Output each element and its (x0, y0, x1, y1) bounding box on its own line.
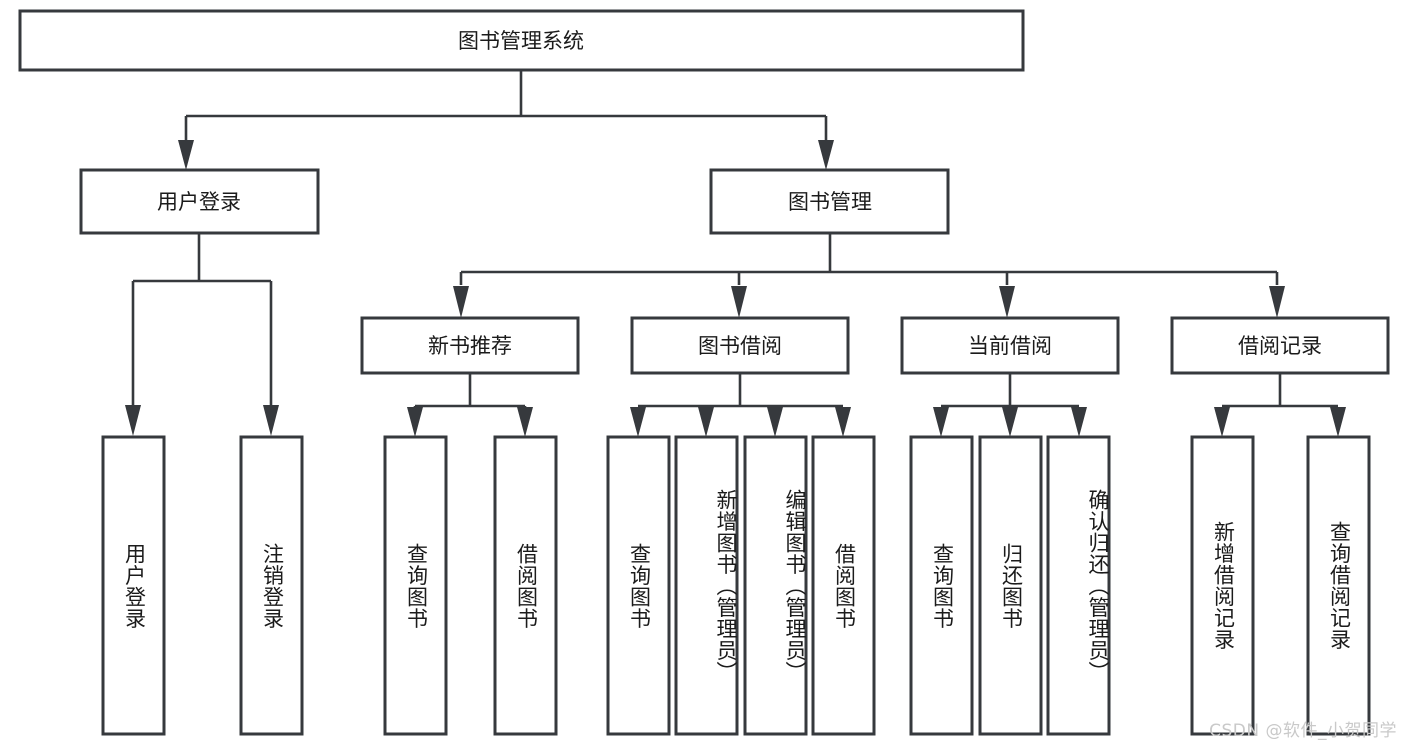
arrow-to-leaf-return-book (1002, 407, 1018, 437)
node-current-borrow-box[interactable] (900, 316, 1120, 375)
node-leaf-add-record-box[interactable] (1190, 435, 1255, 736)
node-user-login-box[interactable] (79, 168, 320, 235)
node-new-book-recommend-box[interactable] (360, 316, 580, 375)
node-leaf-edit-book-box[interactable] (743, 435, 808, 736)
node-leaf-confirm-return-box[interactable] (1046, 435, 1111, 736)
node-leaf-query-record-box[interactable] (1306, 435, 1371, 736)
arrow-to-borrow-record (1269, 286, 1285, 318)
node-book-manage-box[interactable] (709, 168, 950, 235)
arrow-to-leaf-query-book-1 (407, 407, 423, 437)
arrow-root-to-user-login (178, 140, 194, 170)
node-leaf-query-book-3-box[interactable] (909, 435, 974, 736)
arrow-to-leaf-user-logout (263, 405, 279, 436)
node-book-borrow-label: 图书借阅 (698, 334, 782, 358)
node-new-book-recommend[interactable]: 新书推荐 (360, 316, 580, 375)
node-book-manage[interactable]: 图书管理 (709, 168, 950, 235)
arrow-to-leaf-query-book-3 (933, 407, 949, 437)
arrow-to-new-book-recommend (453, 286, 469, 318)
arrow-to-current-borrow (999, 286, 1015, 318)
arrow-to-leaf-query-book-2 (630, 407, 646, 437)
node-current-borrow[interactable]: 当前借阅 (900, 316, 1120, 375)
leaf-boxes (101, 435, 1371, 736)
node-book-manage-label: 图书管理 (788, 190, 872, 214)
node-leaf-query-book-1-box[interactable] (383, 435, 448, 736)
arrow-to-leaf-edit-book (767, 407, 783, 437)
node-leaf-user-logout-box[interactable] (239, 435, 304, 736)
arrow-to-leaf-confirm-return (1071, 407, 1087, 437)
node-user-login-label: 用户登录 (157, 190, 241, 214)
csdn-watermark: CSDN @软件_小贺同学 (1209, 721, 1397, 741)
node-borrow-record-label: 借阅记录 (1238, 334, 1322, 358)
connectors (125, 70, 1346, 437)
node-book-borrow-box[interactable] (630, 316, 850, 375)
node-new-book-recommend-label: 新书推荐 (428, 334, 512, 358)
arrow-to-leaf-user-login (125, 405, 141, 436)
node-leaf-add-book-box[interactable] (674, 435, 739, 736)
node-leaf-query-book-2-box[interactable] (606, 435, 671, 736)
arrow-to-leaf-query-record (1330, 407, 1346, 437)
node-book-borrow[interactable]: 图书借阅 (630, 316, 850, 375)
arrow-to-book-borrow (731, 286, 747, 318)
node-current-borrow-label: 当前借阅 (968, 334, 1052, 358)
node-leaf-return-book-box[interactable] (978, 435, 1043, 736)
node-leaf-user-login-box[interactable] (101, 435, 166, 736)
node-leaf-borrow-book-1-box[interactable] (493, 435, 558, 736)
node-borrow-record-box[interactable] (1170, 316, 1390, 375)
node-root-box[interactable] (18, 9, 1025, 72)
node-root[interactable]: 图书管理系统 (18, 9, 1025, 72)
arrow-to-leaf-add-book (698, 407, 714, 437)
node-borrow-record[interactable]: 借阅记录 (1170, 316, 1390, 375)
node-user-login[interactable]: 用户登录 (79, 168, 320, 235)
arrow-to-leaf-borrow-book-1 (517, 407, 533, 437)
arrow-to-leaf-add-record (1214, 407, 1230, 437)
arrow-root-to-book-manage (818, 140, 834, 170)
node-leaf-borrow-book-2-box[interactable] (811, 435, 876, 736)
arrow-to-leaf-borrow-book-2 (835, 407, 851, 437)
node-root-label: 图书管理系统 (458, 29, 584, 53)
